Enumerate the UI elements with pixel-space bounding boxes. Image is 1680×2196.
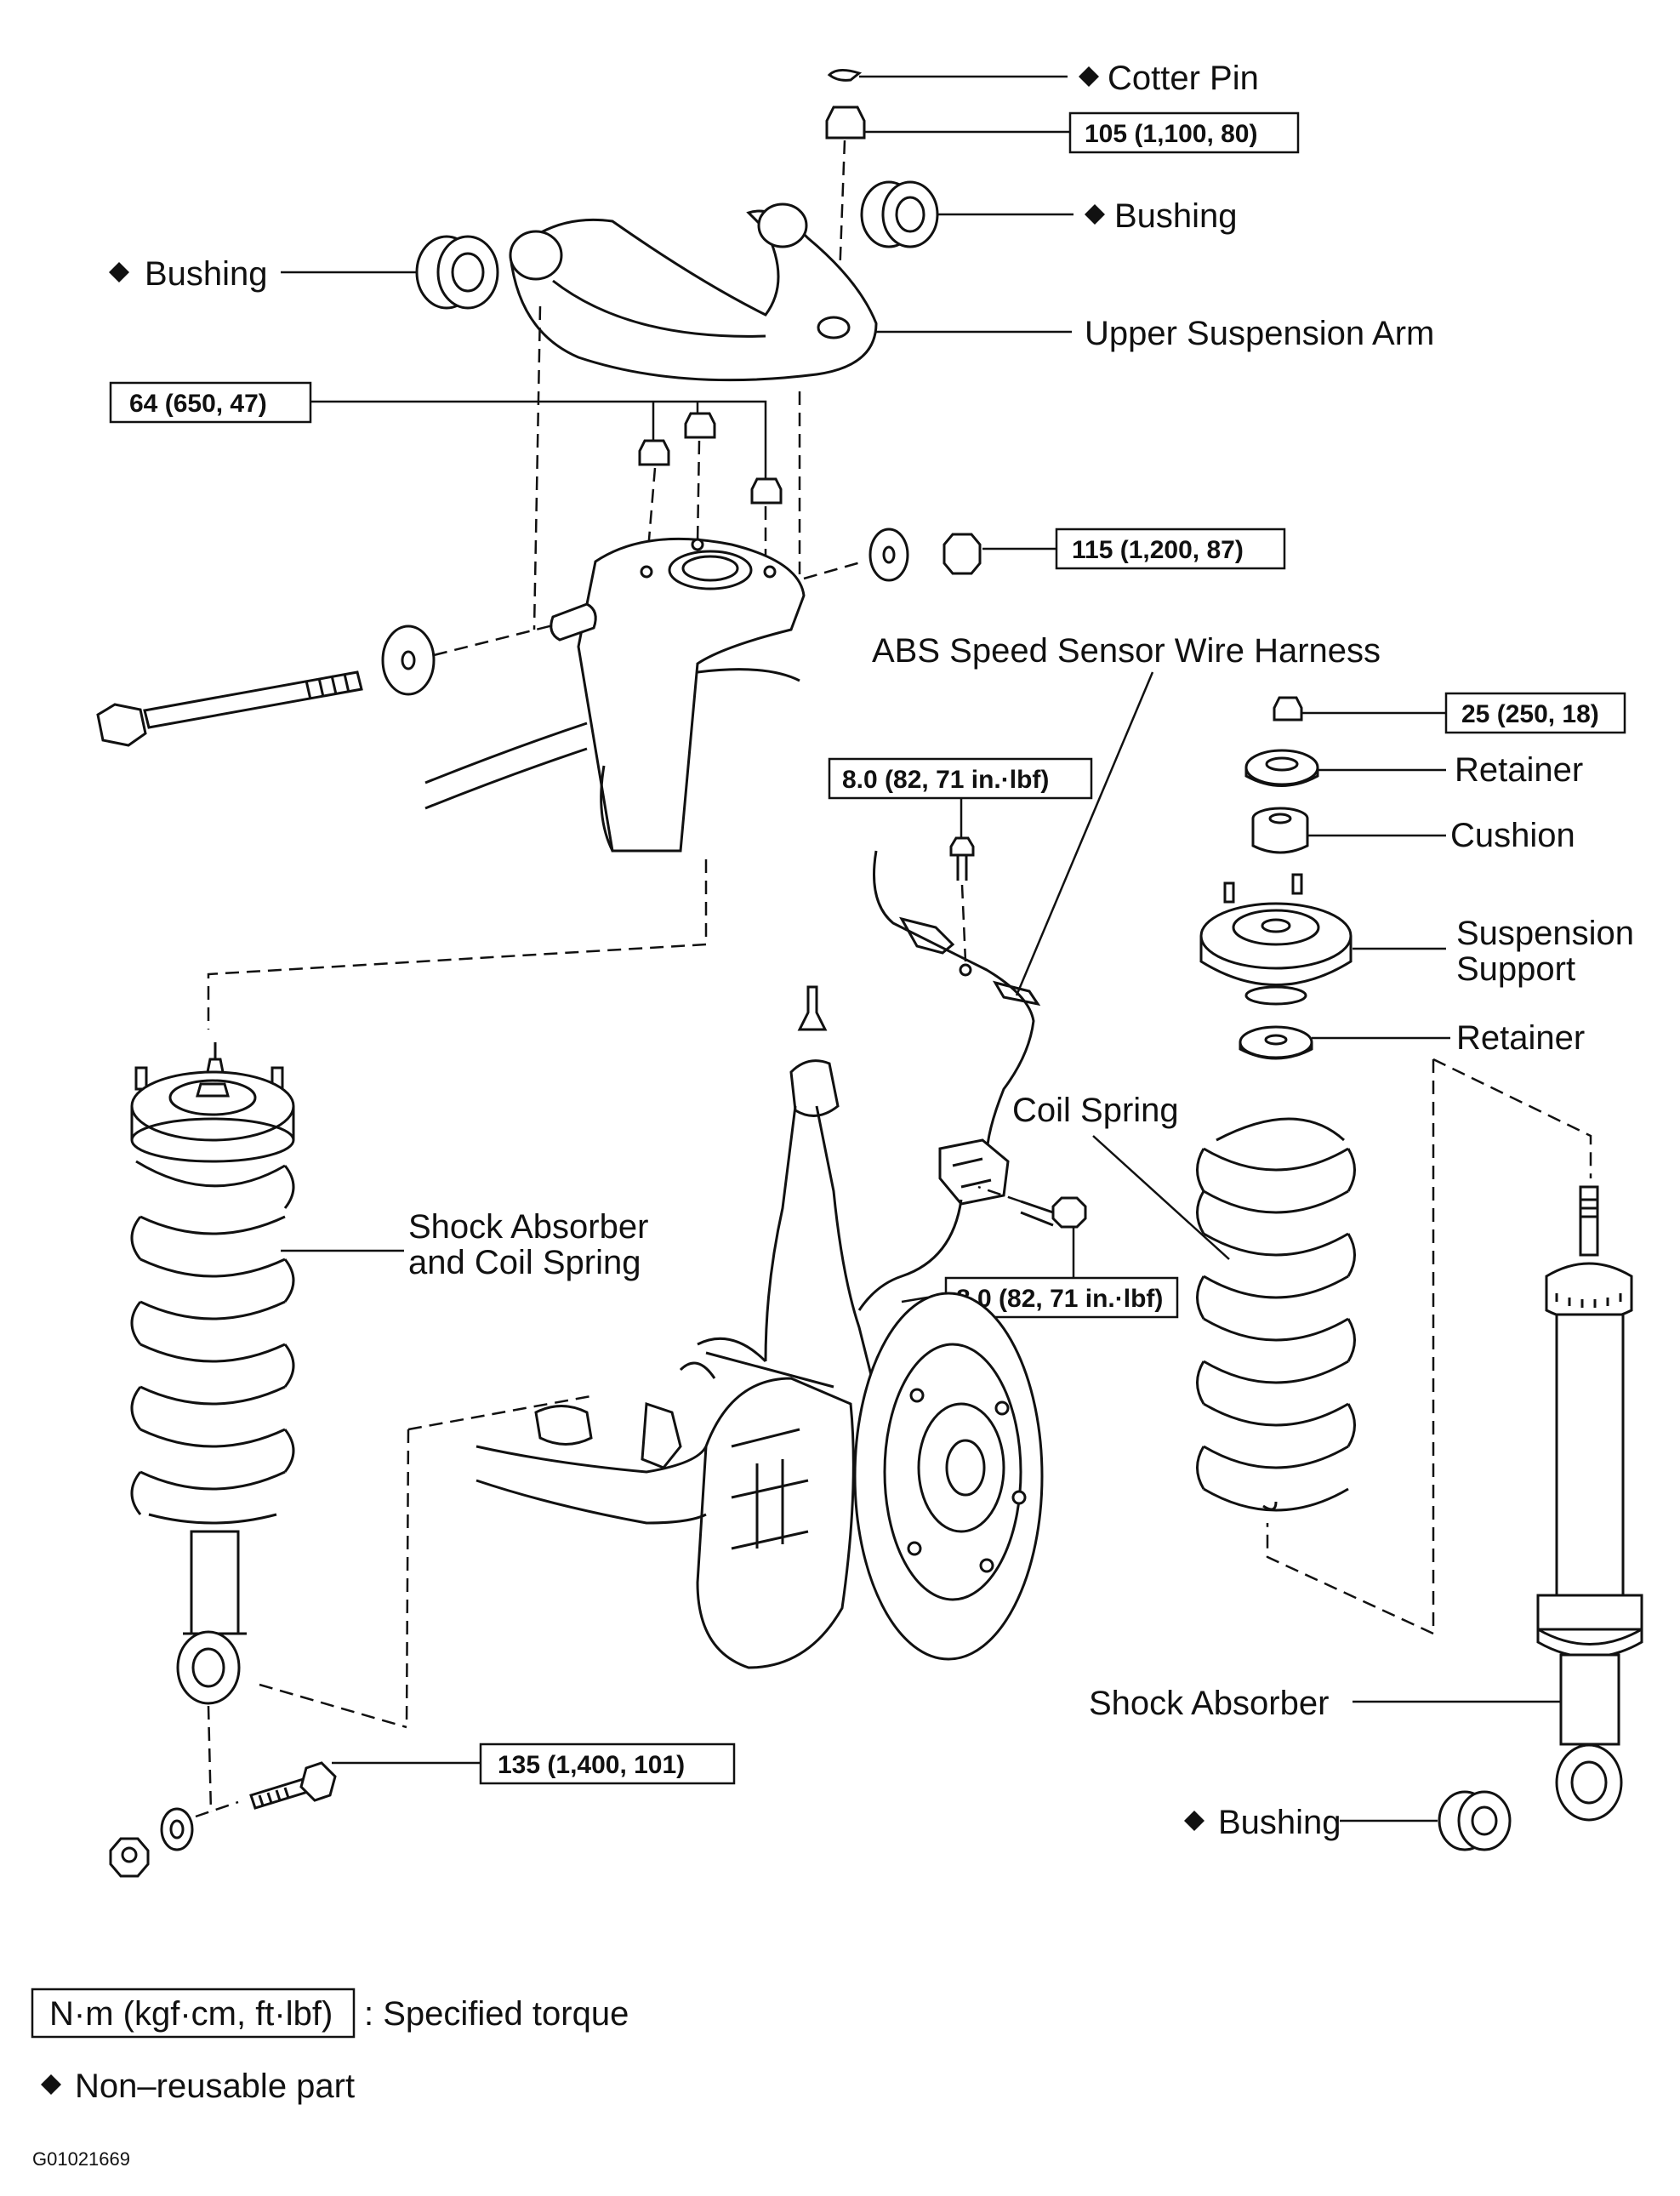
torque-115-text: 115 (1,200, 87): [1072, 536, 1244, 564]
torque-8-upper-text: 8.0 (82, 71 in.·lbf): [842, 766, 1049, 794]
legend-diamond-icon: [41, 2074, 61, 2095]
bushing-label-lower: Bushing: [1218, 1804, 1341, 1841]
lower-bushing-right: Bushing: [1184, 1790, 1512, 1851]
nut-25: 25 (250, 18): [1273, 692, 1626, 734]
upper-bushing-left: Bushing: [109, 235, 499, 310]
figure-id: G01021669: [32, 2148, 130, 2170]
shock-absorber-part: Shock Absorber: [1089, 1185, 1643, 1822]
steering-knuckle-hub: [476, 985, 1044, 1669]
mount-nuts: [638, 412, 783, 571]
cotter-pin-label-group: Cotter Pin: [1079, 60, 1259, 97]
long-bolt: [96, 624, 554, 747]
washer-nut-115: 115 (1,200, 87): [803, 528, 1286, 582]
shock-coil-label-2: and Coil Spring: [408, 1244, 641, 1281]
bushing-label-left: Bushing: [145, 255, 268, 293]
retainer-label-upper: Retainer: [1455, 751, 1583, 789]
cotter-pin-label: Cotter Pin: [1108, 60, 1259, 97]
torque-105-text: 105 (1,100, 80): [1085, 120, 1257, 148]
torque-25-text: 25 (250, 18): [1461, 700, 1599, 728]
legend-nonreusable: Non–reusable part: [75, 2068, 355, 2105]
upper-suspension-arm-label: Upper Suspension Arm: [1085, 315, 1434, 352]
cotter-pin-part: [827, 69, 1068, 82]
cushion-label: Cushion: [1450, 817, 1575, 854]
torque-8-lower-text: 8.0 (82, 71 in.·lbf): [956, 1285, 1163, 1313]
retainer-lower: Retainer: [1239, 1019, 1585, 1060]
legend-torque-desc: : Specified torque: [364, 1995, 629, 2033]
abs-harness-label: ABS Speed Sensor Wire Harness: [872, 632, 1381, 670]
coil-spring-label: Coil Spring: [1012, 1092, 1179, 1129]
torque-135-text: 135 (1,400, 101): [498, 1751, 685, 1779]
upper-suspension-arm-part: Upper Suspension Arm: [509, 202, 1434, 382]
suspension-support-label-1: Suspension: [1456, 915, 1634, 952]
shock-coil-label-group: Shock Absorber and Coil Spring: [408, 1208, 648, 1281]
coil-spring-part: Coil Spring: [1012, 1092, 1356, 1512]
suspension-support-part: Suspension Support: [1199, 873, 1634, 1006]
shock-coil-label-1: Shock Absorber: [408, 1208, 648, 1246]
retainer-upper: Retainer: [1244, 749, 1583, 789]
torque-box-8-upper: 8.0 (82, 71 in.·lbf): [828, 757, 1093, 962]
upper-bushing-right: Bushing: [860, 180, 1238, 248]
bushing-label-right: Bushing: [1114, 197, 1238, 235]
retainer-label-lower: Retainer: [1456, 1019, 1585, 1057]
nonreusable-diamond-icon: [1079, 66, 1099, 87]
torque-box-64: 64 (650, 47): [109, 381, 767, 481]
castle-nut-part: [825, 106, 1070, 140]
suspension-support-label-2: Support: [1456, 950, 1575, 988]
frame-bracket: [424, 537, 806, 853]
shock-absorber-label: Shock Absorber: [1089, 1685, 1329, 1722]
legend-torque-unit: N·m (kgf·cm, ft·lbf): [49, 1995, 333, 2033]
legend: N·m (kgf·cm, ft·lbf) : Specified torque …: [31, 1988, 629, 2170]
abs-wire-harness-part: [857, 850, 1041, 1311]
torque-64-text: 64 (650, 47): [129, 390, 267, 418]
lower-bolt-135: 135 (1,400, 101): [109, 1743, 736, 1878]
shock-coil-assembly: [130, 1042, 404, 1705]
cushion-part: Cushion: [1251, 807, 1575, 854]
torque-box-105: 105 (1,100, 80): [1068, 111, 1300, 154]
abs-harness-label-group: ABS Speed Sensor Wire Harness: [872, 632, 1381, 996]
